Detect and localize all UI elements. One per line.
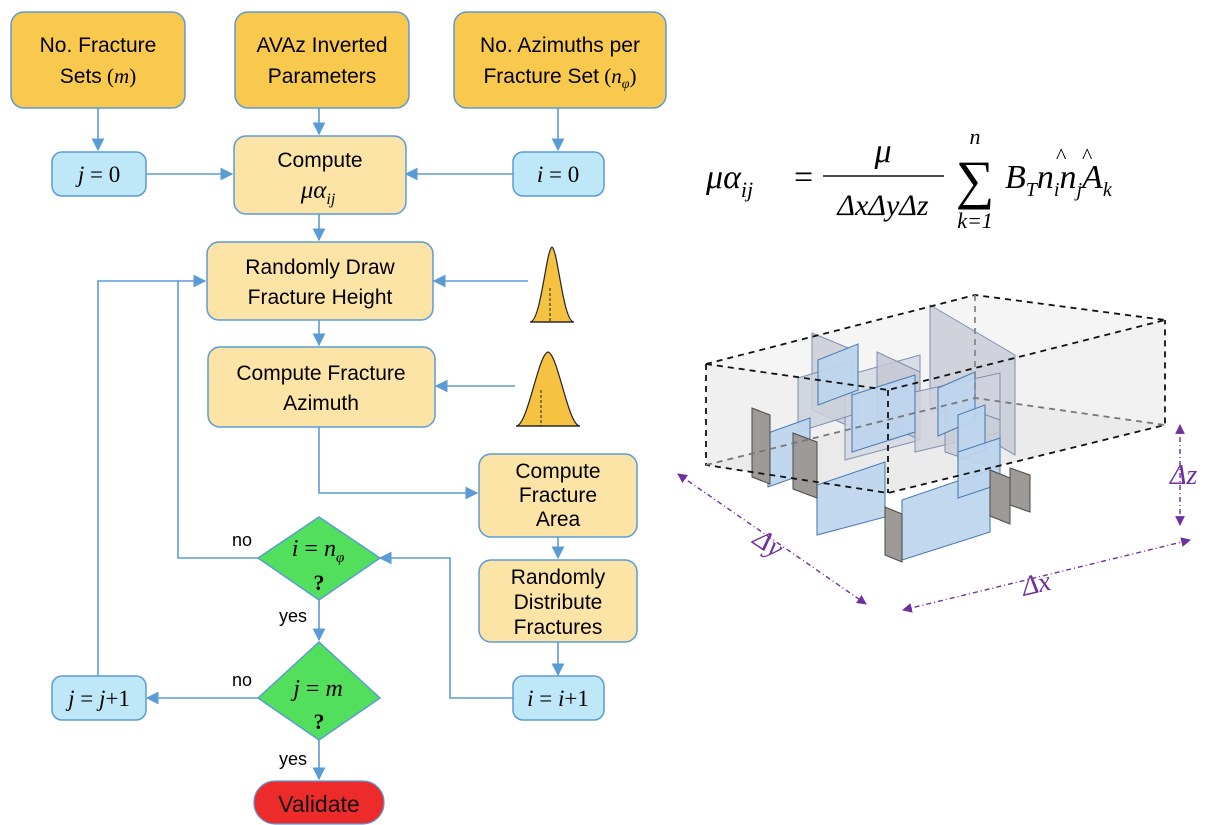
- decision-j-question: ?: [314, 709, 325, 734]
- arrow-iincr-to-icheck: [378, 551, 513, 699]
- area-line2: Fracture: [519, 484, 597, 507]
- input-box-avaz: AVAz Inverted Parameters: [234, 11, 410, 109]
- equation-hat-i: ^: [1056, 143, 1067, 168]
- process-distribute-fractures: Randomly Distribute Fractures: [478, 559, 638, 643]
- process-compute-mu-alpha: Compute μαij: [233, 135, 407, 215]
- dx-label: Δx: [1018, 566, 1055, 603]
- dy-arrow: [677, 473, 867, 605]
- process-draw-height: Randomly Draw Fracture Height: [206, 241, 434, 321]
- arrow-azimuth-to-area: [318, 427, 479, 500]
- azimuth-line2: Azimuth: [283, 392, 359, 415]
- counter-i-increment: i = i+1: [512, 675, 605, 721]
- equation-denominator: ΔxΔyΔz: [836, 189, 928, 222]
- area-line1: Compute: [515, 460, 600, 483]
- counter-j-incr-text: j = j+1: [65, 686, 130, 711]
- distribute-line2: Distribute: [514, 591, 603, 614]
- draw-height-line1: Randomly Draw: [245, 256, 395, 279]
- equation-numerator: μ: [873, 133, 891, 170]
- distribute-line3: Fractures: [514, 616, 603, 639]
- counter-i-incr-text: i = i+1: [527, 686, 589, 711]
- counter-j-init: j = 0: [51, 151, 147, 197]
- equation-sum-lower: k=1: [957, 208, 993, 233]
- input-box-fracture-sets: No. Fracture Sets (m): [10, 11, 186, 109]
- azimuth-line1: Compute Fracture: [236, 362, 405, 385]
- dx-arrow: [902, 537, 1191, 613]
- input-azimuths-line2: Fracture Set (nφ): [483, 64, 636, 92]
- counter-j-init-text: j = 0: [75, 162, 120, 187]
- azimuth-distribution-icon: [515, 351, 581, 427]
- input-sets-line1: No. Fracture: [40, 34, 157, 57]
- terminal-validate: Validate: [253, 780, 385, 825]
- equation-sum-symbol: ∑: [956, 150, 995, 210]
- counter-j-increment: j = j+1: [51, 675, 147, 721]
- decision-j-text: j = m: [290, 676, 343, 702]
- input-sets-line2: Sets (m): [60, 64, 136, 88]
- equation: μαij = μ ΔxΔyΔz n ∑ k=1 BTninjAk ^ ^: [705, 124, 1113, 233]
- equation-lhs: μαij: [705, 159, 753, 202]
- fracture-volume-illustration: Δy Δx Δz: [677, 294, 1197, 613]
- equation-body: BTninjAk: [1005, 159, 1113, 201]
- arrow-icheck-no-loop: [177, 274, 258, 559]
- dimension-arrows: [677, 424, 1191, 613]
- draw-height-line2: Fracture Height: [248, 286, 393, 309]
- input-box-azimuths: No. Azimuths per Fracture Set (nφ): [453, 11, 667, 109]
- decision-i-question: ?: [314, 570, 325, 595]
- equation-sum-upper: n: [970, 124, 981, 149]
- input-avaz-line2: Parameters: [268, 65, 377, 88]
- counter-i-init-text: i = 0: [537, 162, 579, 187]
- process-compute-area: Compute Fracture Area: [478, 453, 638, 538]
- equation-hat-j: ^: [1082, 143, 1093, 168]
- decision-i-text: i = nφ: [292, 536, 345, 566]
- compute-mu-line1: Compute: [277, 149, 362, 172]
- dy-label: Δy: [747, 522, 790, 565]
- terminal-label: Validate: [278, 791, 359, 817]
- equation-equals: =: [794, 159, 813, 196]
- counter-i-init: i = 0: [512, 151, 605, 197]
- label-no-j: no: [232, 670, 252, 690]
- label-yes-j: yes: [279, 749, 307, 769]
- label-no-i: no: [232, 530, 252, 550]
- compute-mu-symbol: μαij: [300, 177, 336, 208]
- input-azimuths-line1: No. Azimuths per: [480, 34, 640, 57]
- input-avaz-line1: AVAz Inverted: [256, 34, 387, 57]
- connectors: [91, 108, 565, 781]
- label-yes-i: yes: [279, 606, 307, 626]
- height-distribution-icon: [529, 246, 575, 323]
- area-line3: Area: [536, 508, 581, 531]
- process-compute-azimuth: Compute Fracture Azimuth: [207, 346, 436, 428]
- volume-edges: [705, 294, 1166, 494]
- decision-i-equals-n: i = nφ ?: [256, 516, 382, 601]
- arrow-jincr-loop: [97, 280, 178, 676]
- decision-j-equals-m: j = m ?: [256, 640, 382, 741]
- dz-label: Δz: [1169, 460, 1197, 491]
- distribute-line1: Randomly: [511, 566, 606, 589]
